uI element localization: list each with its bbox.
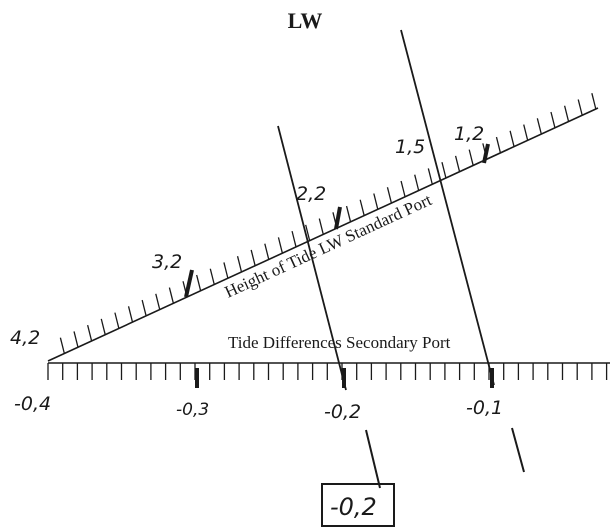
secondary-tick-label-4: -0,1: [466, 397, 503, 419]
standard-port-tick: [127, 306, 134, 323]
standard-port-tick: [386, 187, 393, 204]
standard-port-tick: [495, 136, 502, 154]
standard-port-tick: [264, 243, 270, 260]
standard-port-tick: [523, 124, 529, 141]
result-box: [321, 483, 395, 527]
secondary-tick-label-2: -0,3: [176, 400, 209, 420]
standard-mark-label-1: 4,2: [10, 327, 40, 349]
standard-port-tick: [400, 180, 406, 197]
standard-port-tick: [100, 318, 106, 335]
secondary-port-scale-ticks: [47, 363, 608, 380]
standard-port-scale-label: Height of Tide LW Standard Port: [222, 190, 435, 302]
mark-1-2: [482, 143, 490, 164]
mark-3-2: [184, 269, 194, 298]
standard-port-tick: [359, 199, 365, 216]
standard-port-tick: [155, 293, 161, 310]
standard-port-tick: [59, 337, 65, 354]
standard-port-tick: [236, 256, 243, 273]
mark-2-2: [334, 206, 342, 230]
standard-port-tick: [141, 299, 147, 317]
standard-port-tick: [305, 224, 311, 241]
standard-port-tick: [291, 230, 297, 248]
standard-port-tick: [114, 312, 120, 329]
standard-port-tick: [196, 274, 202, 291]
standard-port-tick: [414, 174, 420, 191]
result-label: -0,2: [330, 493, 377, 521]
standard-mark-label-3: 2,2: [296, 183, 326, 205]
standard-port-tick: [250, 249, 256, 266]
standard-port-tick: [277, 237, 284, 254]
standard-port-tick: [563, 105, 570, 122]
construction-line-2: [400, 29, 495, 386]
standard-port-tick: [509, 130, 515, 147]
standard-port-tick: [427, 168, 433, 185]
standard-port-tick: [577, 99, 583, 116]
standard-port-tick: [454, 155, 461, 172]
standard-port-tick: [441, 162, 447, 179]
diagram-title: LW: [288, 8, 323, 33]
secondary-port-scale-label: Tide Differences Secondary Port: [228, 333, 451, 352]
standard-port-tick: [591, 93, 597, 110]
standard-port-tick: [73, 331, 79, 348]
standard-port-scale-ticks: [59, 93, 597, 354]
standard-port-tick: [373, 193, 379, 210]
continuation-stroke-2: [511, 427, 525, 473]
standard-port-scale: Height of Tide LW Standard Port: [47, 93, 599, 362]
standard-mark-label-4: 1,5: [395, 136, 425, 158]
standard-mark-label-2: 3,2: [152, 251, 182, 273]
standard-port-tick: [468, 149, 474, 166]
standard-port-tick: [87, 324, 93, 342]
standard-port-tick: [209, 268, 215, 285]
standard-port-tick: [345, 205, 352, 222]
secondary-port-scale: Tide Differences Secondary Port: [47, 333, 610, 380]
continuation-stroke-1: [365, 429, 381, 489]
construction-line-1: [277, 125, 347, 391]
standard-port-tick: [168, 287, 175, 304]
standard-mark-label-5: 1,2: [454, 123, 484, 145]
standard-port-scale-axis: [47, 107, 599, 362]
standard-port-tick: [318, 218, 324, 235]
secondary-tick-label-1: -0,4: [14, 393, 51, 415]
standard-port-tick: [223, 262, 229, 279]
secondary-tick-label-3: -0,2: [324, 401, 361, 423]
standard-port-tick: [550, 111, 556, 128]
standard-port-tick: [536, 118, 542, 135]
